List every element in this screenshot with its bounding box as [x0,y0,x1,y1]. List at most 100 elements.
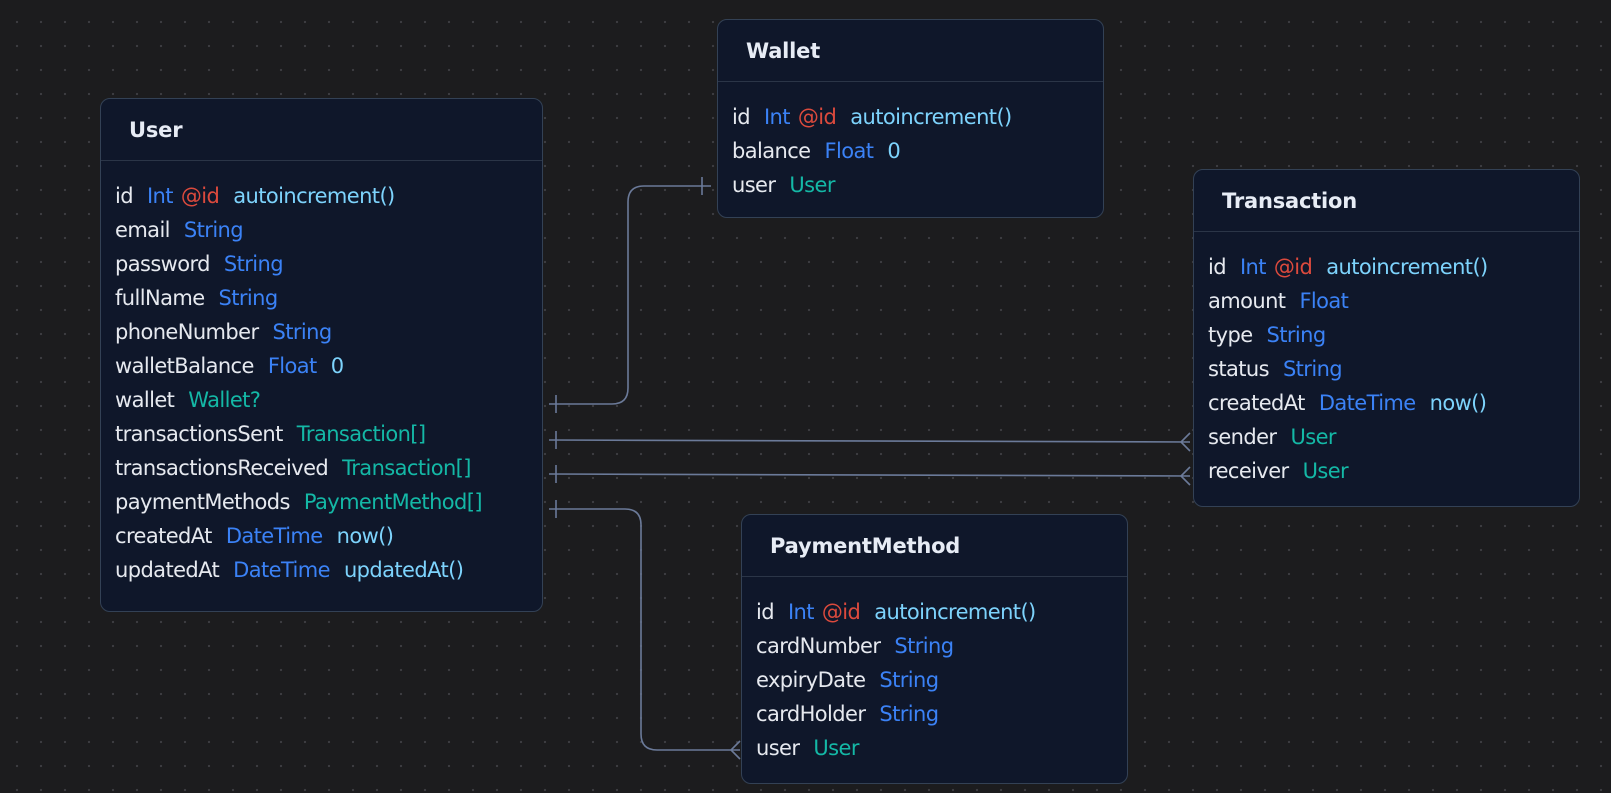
field-row-type[interactable]: type String [1208,318,1579,352]
field-type: String [1266,323,1327,347]
field-type: String [272,320,332,344]
field-default: now() [336,524,394,548]
field-default: autoincrement() [874,600,1036,624]
field-name: updatedAt [115,558,220,582]
field-name: type [1208,323,1253,347]
field-name: password [115,252,211,276]
field-name: createdAt [1208,391,1305,415]
field-attribute: @id [797,105,837,129]
field-name: balance [732,139,811,163]
field-type: String [894,634,954,658]
field-row-balance[interactable]: balance Float 0 [732,134,1103,168]
model-card-wallet[interactable]: Wallet id Int@id autoincrement() balance Flo… [717,19,1104,218]
field-row-password[interactable]: password String [115,247,542,281]
field-row-cardNumber[interactable]: cardNumber String [756,629,1127,663]
field-name: expiryDate [756,668,866,692]
field-type: String [879,668,939,692]
field-type: DateTime [1318,391,1416,415]
field-row-paymentMethods[interactable]: paymentMethods PaymentMethod[] [115,485,542,519]
field-name: createdAt [115,524,212,548]
field-relation-type: User [813,736,859,760]
field-row-transactionsSent[interactable]: transactionsSent Transaction[] [115,417,542,451]
field-default: 0 [330,354,344,378]
field-type: Int [1239,255,1267,279]
field-name: paymentMethods [115,490,290,514]
field-default: now() [1429,391,1487,415]
field-type: String [879,702,939,726]
field-type: String [1282,357,1343,381]
field-type: Int [787,600,815,624]
field-row-walletBalance[interactable]: walletBalance Float 0 [115,349,542,383]
field-type: Int [146,184,174,208]
field-relation-type: Transaction[] [342,456,471,480]
field-name: amount [1208,289,1286,313]
model-title-wallet: Wallet [718,20,1103,82]
field-type: DateTime [233,558,330,582]
field-row-expiryDate[interactable]: expiryDate String [756,663,1127,697]
model-title-user: User [101,99,542,161]
field-relation-type: PaymentMethod[] [303,490,483,514]
field-name: transactionsSent [115,422,283,446]
field-type: Float [1299,289,1349,313]
field-row-email[interactable]: email String [115,213,542,247]
field-type: Int [763,105,791,129]
field-row-id[interactable]: id Int@id autoincrement() [1208,250,1579,284]
field-name: status [1208,357,1270,381]
field-name: transactionsReceived [115,456,329,480]
field-name: user [756,736,800,760]
field-name: user [732,173,776,197]
field-relation-type: Transaction[] [296,422,426,446]
field-default: autoincrement() [233,184,395,208]
field-name: walletBalance [115,354,254,378]
field-relation-type: Wallet? [188,388,261,412]
field-name: id [732,105,751,129]
model-title-payment-method: PaymentMethod [742,515,1127,577]
field-attribute: @id [1273,255,1313,279]
edge-user-payment-methods[interactable] [549,500,741,760]
model-fields-wallet: id Int@id autoincrement() balance Float 0 user… [718,82,1103,202]
field-name: cardNumber [756,634,881,658]
field-type: String [183,218,244,242]
field-row-phoneNumber[interactable]: phoneNumber String [115,315,542,349]
field-default: autoincrement() [850,105,1012,129]
field-row-id[interactable]: id Int@id autoincrement() [732,100,1103,134]
field-row-createdAt[interactable]: createdAt DateTime now() [1208,386,1579,420]
field-default: 0 [887,139,901,163]
field-type: Float [824,139,874,163]
edge-user-transactions-sent[interactable] [548,431,1191,452]
field-type: Float [267,354,317,378]
field-attribute: @id [821,600,861,624]
field-row-amount[interactable]: amount Float [1208,284,1579,318]
field-row-transactionsReceived[interactable]: transactionsReceived Transaction[] [115,451,542,485]
field-row-user[interactable]: user User [756,731,1127,765]
field-name: id [1208,255,1227,279]
field-type: DateTime [225,524,323,548]
field-name: phoneNumber [115,320,259,344]
field-row-status[interactable]: status String [1208,352,1579,386]
field-row-createdAt[interactable]: createdAt DateTime now() [115,519,542,553]
field-row-wallet[interactable]: wallet Wallet? [115,383,542,417]
field-name: wallet [115,388,175,412]
edge-user-wallet[interactable] [549,177,711,413]
field-default: autoincrement() [1326,255,1488,279]
field-name: email [115,218,171,242]
edge-user-transactions-received[interactable] [548,465,1191,486]
field-relation-type: User [1290,425,1336,449]
field-name: cardHolder [756,702,866,726]
field-type: String [223,252,284,276]
field-row-cardHolder[interactable]: cardHolder String [756,697,1127,731]
